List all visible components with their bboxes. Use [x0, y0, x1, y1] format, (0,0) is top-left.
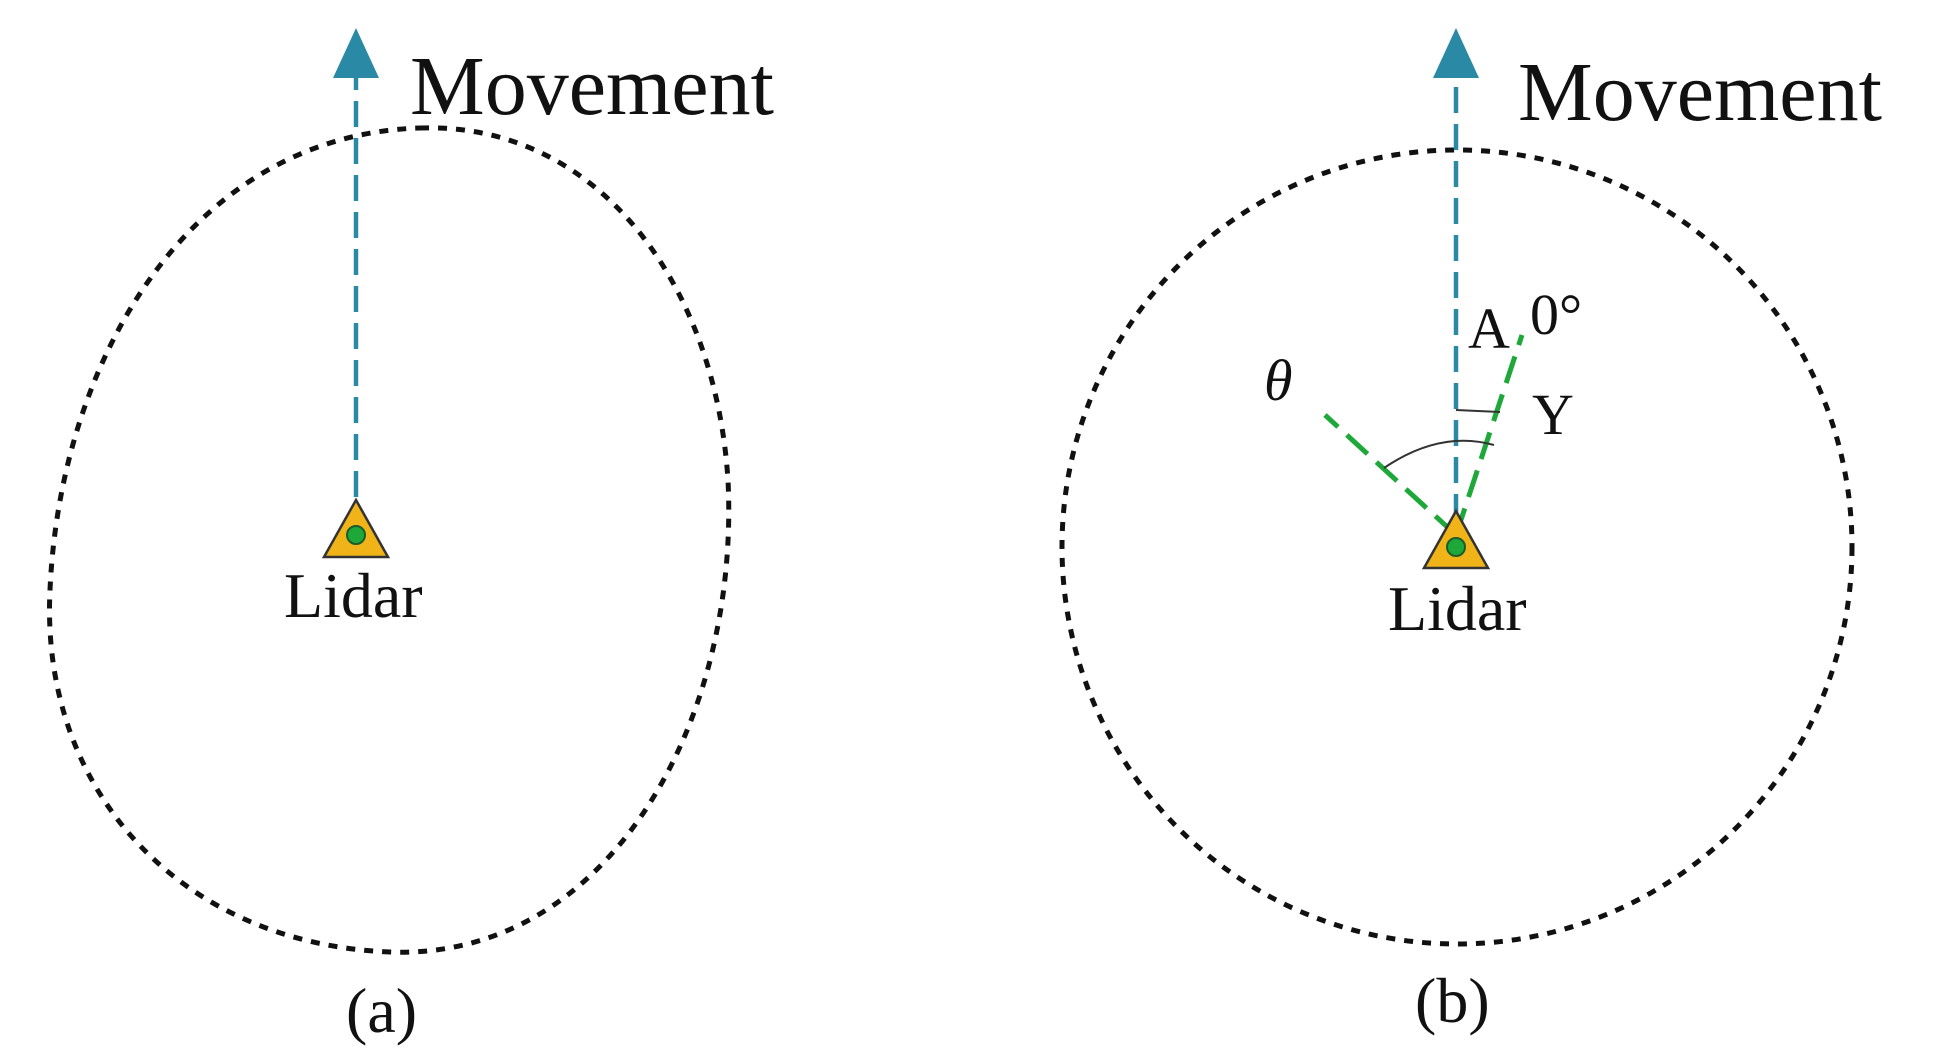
panel-b-boundary — [1059, 147, 1855, 947]
panel-b-caption: (b) — [1415, 965, 1490, 1036]
panel-a-lidar-label: Lidar — [284, 560, 423, 631]
panel-b-lidar-icon — [1421, 508, 1491, 570]
panel-b-movement-arrow-icon — [1433, 28, 1479, 78]
panel-b-ray-a — [1453, 334, 1525, 536]
panel-b-ray-theta — [1323, 413, 1458, 537]
panel-b-lidar-label: Lidar — [1388, 573, 1527, 644]
panel-b-axis-label: Y — [1532, 382, 1574, 447]
panel-b-movement-label: Movement — [1518, 46, 1882, 139]
panel-b-axis-tick — [1455, 409, 1501, 413]
panel-a-caption: (a) — [346, 975, 417, 1046]
panel-a: Movement Lidar (a) — [47, 28, 774, 1046]
panel-b-angle-zero-label: 0° — [1530, 282, 1582, 347]
panel-b-point-label: A — [1468, 296, 1510, 361]
panel-b-angle-arc — [1383, 439, 1495, 469]
panel-a-boundary — [47, 125, 732, 955]
panel-b: Movement A 0° Y θ Lidar (b) — [1059, 28, 1882, 1036]
panel-a-lidar-icon — [321, 497, 391, 559]
panel-a-movement-label: Movement — [410, 40, 774, 133]
panel-a-movement-arrow-icon — [333, 28, 379, 78]
panel-b-theta-label: θ — [1264, 348, 1293, 413]
